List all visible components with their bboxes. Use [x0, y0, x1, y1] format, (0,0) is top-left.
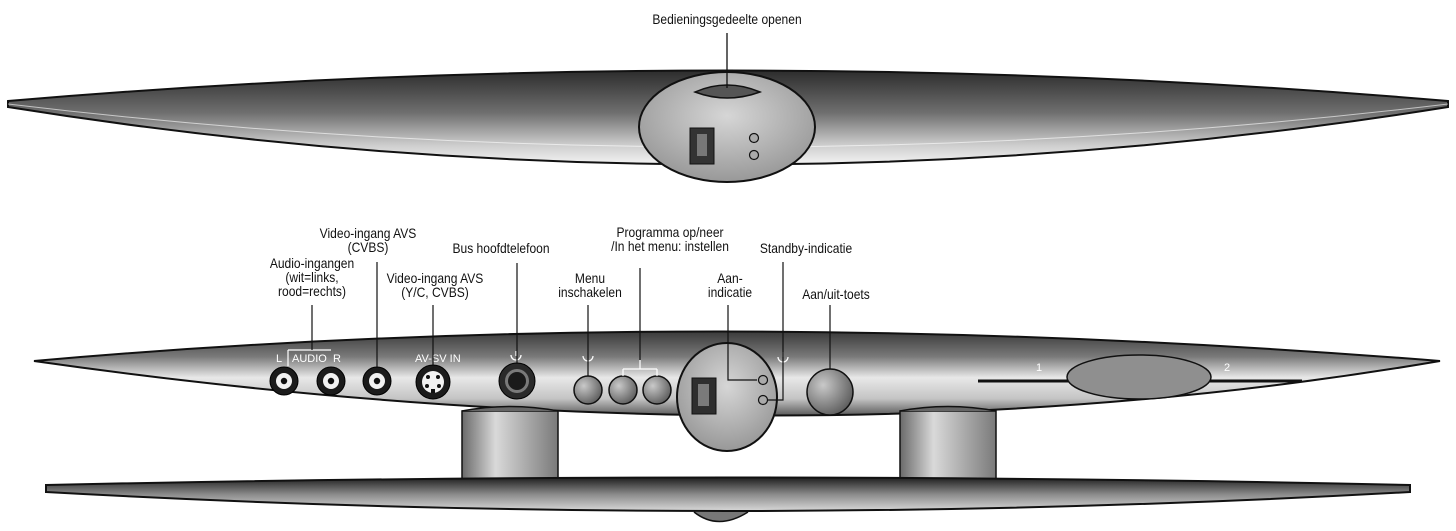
open-control-compartment — [676, 342, 778, 452]
panel-label-av-sv-in: AV-SV IN — [415, 353, 461, 365]
audio-bracket — [287, 349, 331, 366]
programma-label: Programma op/neer/In het menu: instellen — [611, 224, 729, 254]
standby-leader-line — [768, 262, 784, 401]
svideo-jack — [415, 364, 451, 400]
headphone-label: Bus hoofdtelefoon — [452, 240, 550, 256]
power-label: Aan/uit-toets — [802, 286, 870, 302]
slot-2-label: 2 — [1224, 362, 1230, 374]
panel-label-r: R — [333, 353, 341, 365]
headphone-jack — [498, 351, 536, 400]
video-cvbs-label: Video-ingang AVS(CVBS) — [319, 225, 417, 255]
standby-label: Standby-indicatie — [759, 240, 853, 256]
diagram-title: Bedieningsgedeelte openen — [652, 11, 802, 27]
panel-label-audio: AUDIO — [292, 353, 327, 365]
audio-jack-right — [316, 366, 346, 396]
audio-inputs-label: Audio-ingangen(wit=links,rood=rechts) — [269, 255, 355, 299]
card-slots — [978, 354, 1302, 400]
closed-control-cover — [638, 71, 816, 183]
audio-jack-left — [269, 366, 299, 396]
slot-1-label: 1 — [1036, 362, 1042, 374]
program-up-button — [642, 375, 672, 405]
program-down-button — [608, 375, 638, 405]
video-cvbs-jack — [362, 366, 392, 396]
aan-indicatie-label: Aan-indicatie — [707, 270, 753, 300]
video-yc-label: Video-ingang AVS(Y/C, CVBS) — [386, 270, 484, 300]
program-bracket — [622, 360, 658, 376]
aan-leader-line — [727, 305, 757, 381]
panel-label-l: L — [276, 353, 282, 365]
base-plate — [45, 476, 1411, 523]
